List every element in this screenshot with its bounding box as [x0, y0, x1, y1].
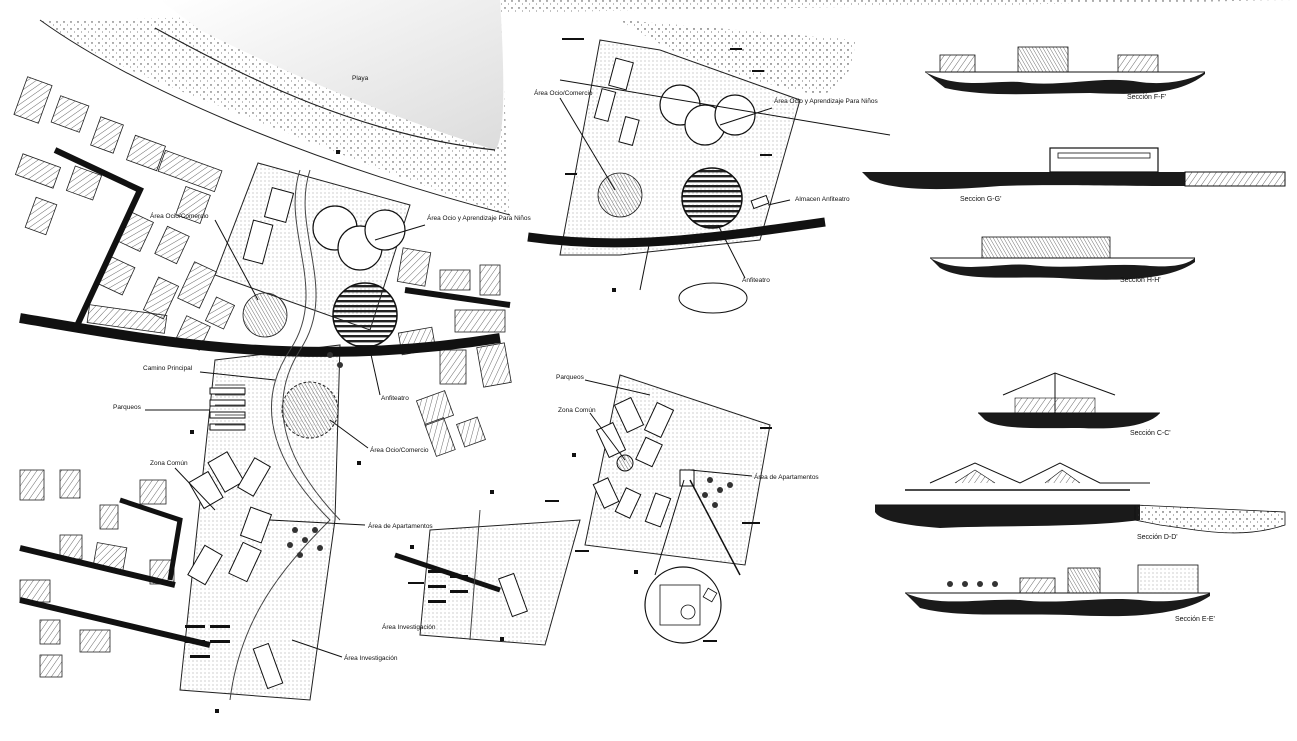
label-detail-amphitheater: Anfiteatro: [742, 277, 770, 284]
detail-top-commerce-circle: [597, 172, 643, 218]
detail-top-section-line: [559, 79, 891, 291]
detail-top-beach: [620, 20, 855, 95]
label-detail-research: Área Investigación: [382, 622, 436, 631]
label-leisure-commerce: Área Ocio/Comercio: [150, 211, 209, 220]
detail-top-kids-circles: [659, 84, 756, 146]
detail-mid-zoom-content: [659, 584, 718, 626]
label-detail-storage: Almacen Anfiteatro: [795, 196, 850, 203]
detail-mid-leaders: [584, 379, 753, 477]
label-detail-kids: Área Ocio y Aprendizaje Para Niños: [774, 96, 878, 105]
label-section-ee: Sección E-E': [1175, 616, 1215, 623]
detail-mid-site: [584, 374, 771, 566]
detail-top-leaders: [559, 97, 791, 279]
label-parking: Parqueos: [113, 404, 142, 411]
amphitheater-circle: [332, 282, 398, 348]
label-detail-common: Zona Común: [558, 407, 596, 414]
secondary-road-right: [404, 287, 511, 308]
detail-bot-road: [394, 552, 501, 593]
road-south-2: [19, 597, 211, 648]
label-main-path: Camino Principal: [143, 365, 193, 372]
label-section-cc: Sección C-C': [1130, 430, 1171, 437]
detail-plan-top: Área Ocio/Comercio Área Ocio y Aprendiza…: [527, 20, 891, 314]
section-dd: Sección D-D': [875, 462, 1286, 541]
commerce-circle: [242, 292, 288, 338]
detail-mid-markers: [572, 427, 772, 642]
detail-bot-markers: [408, 490, 559, 641]
detail-mid-zoom-leader-2: [654, 479, 685, 576]
detail-top-zoom-bubble: [678, 282, 748, 314]
label-section-dd: Sección D-D': [1137, 534, 1178, 541]
detail-mid-plaza: [616, 454, 634, 472]
trees: [287, 352, 343, 558]
detail-top-road: [527, 217, 826, 248]
label-research: Área Investigación: [344, 653, 398, 662]
label-detail-leisure: Área Ocio/Comercio: [534, 88, 593, 97]
label-kids-area: Área Ocio y Aprendizaje Para Niños: [427, 213, 531, 222]
coast-line: [39, 19, 511, 216]
detail-bot-path: [469, 509, 481, 641]
plaza-circle: [281, 381, 339, 439]
detail-plan-middle: Parqueos Zona Común Área de Apartamentos: [556, 374, 819, 644]
label-detail-parking: Parqueos: [556, 374, 585, 381]
main-site-plan: Playa Área Ocio/Comercio Área Ocio y Apr…: [13, 0, 1297, 713]
section-cc: Sección C-C': [978, 372, 1171, 437]
label-beach: Playa: [352, 75, 369, 82]
sea-area: [160, 0, 504, 150]
label-detail-apartments: Área de Apartamentos: [754, 472, 819, 481]
curved-walkway-2: [282, 169, 341, 521]
section-hh: Sección H-H': [930, 236, 1195, 284]
leader-lines: [145, 219, 426, 658]
section-ff: Sección F-F': [925, 46, 1205, 101]
parking-stripes: [215, 384, 245, 426]
detail-plan-bottom: Área Investigación: [382, 490, 581, 646]
shoreline: [154, 27, 496, 151]
detail-top-buildings: [593, 57, 770, 210]
road-south-1: [19, 545, 176, 588]
secondary-road-left: [53, 147, 144, 332]
curved-walkway: [229, 169, 331, 701]
detail-bot-building: [498, 572, 528, 618]
detail-top-amphitheater: [681, 167, 743, 229]
label-amphitheater: Anfiteatro: [381, 395, 409, 402]
label-section-ff: Sección F-F': [1127, 94, 1166, 101]
label-common-zone: Zona Común: [150, 460, 188, 467]
detail-mid-zoom-circle: [644, 566, 722, 644]
road-south-3: [119, 497, 183, 581]
section-ee: Sección E-E': [905, 564, 1215, 623]
site-buildings: [187, 187, 295, 690]
section-markers: [190, 150, 361, 713]
section-gg: Seccion G-G': [862, 147, 1286, 203]
label-leisure-commerce-2: Área Ocio/Comercio: [370, 445, 429, 454]
sections-column: Sección F-F' Seccion G-G' Sección H-H' S…: [862, 46, 1286, 623]
label-apartments: Área de Apartamentos: [368, 521, 433, 530]
detail-mid-trees: [702, 477, 733, 508]
detail-mid-zoom-leader: [689, 479, 741, 576]
research-stripes: [185, 625, 230, 658]
detail-bot-stripes: [428, 570, 468, 603]
label-section-hh: Sección H-H': [1120, 277, 1161, 284]
label-section-gg: Seccion G-G': [960, 196, 1001, 203]
detail-top-markers: [562, 38, 772, 292]
